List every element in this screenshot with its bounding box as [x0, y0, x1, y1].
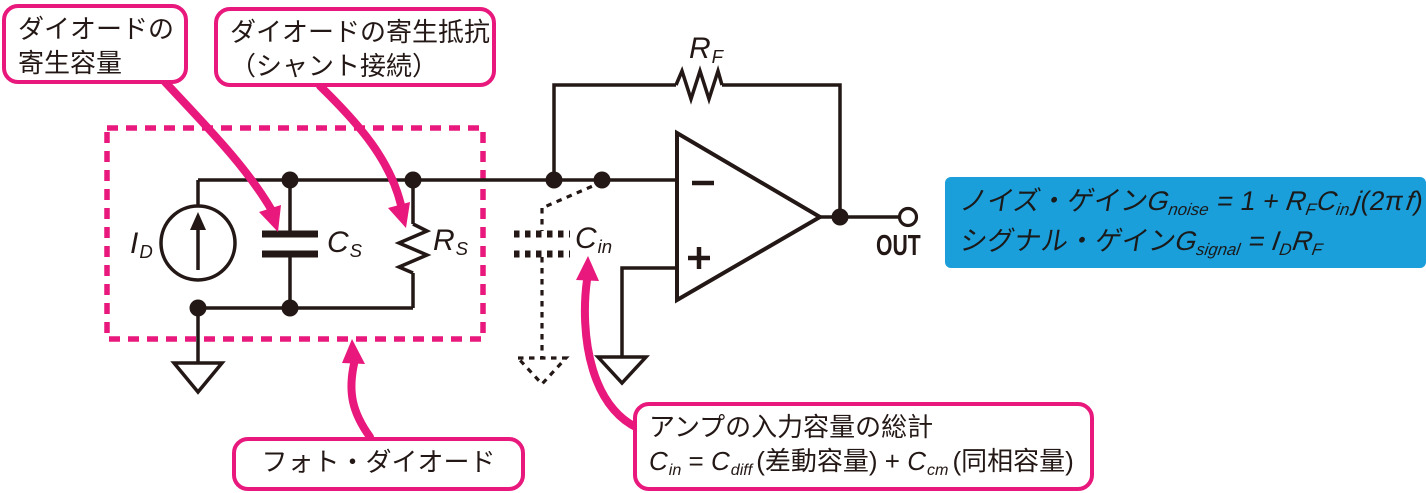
ground-symbol-source — [170, 361, 226, 395]
callout-line: 寄生容量 — [18, 48, 123, 79]
callout-formula: Cin = Cdiff(差動容量) + Ccm(同相容量) — [649, 446, 1074, 479]
current-arrow — [190, 212, 206, 230]
callout-photodiode: フォト・ダイオード — [232, 437, 525, 491]
output-terminal — [897, 206, 919, 228]
circuit-wires — [159, 64, 919, 395]
callout-line: フォト・ダイオード — [261, 447, 496, 477]
arrow-to-cin — [580, 276, 656, 437]
callout-line: ダイオードの — [18, 14, 175, 44]
callout-line: ダイオードの寄生抵抗 — [230, 17, 491, 47]
noise-gain-formula: ノイズ・ゲインGnoise = 1 + RFCinj(2πf) — [957, 186, 1426, 219]
gain-formula-box: ノイズ・ゲインGnoise = 1 + RFCinj(2πf) シグナル・ゲイン… — [945, 177, 1426, 268]
ground-symbol-opamp — [594, 355, 650, 386]
arrow-to-photodiode — [347, 360, 374, 441]
callout-line: アンプの入力容量の総計 — [649, 412, 934, 442]
cin-dashed — [514, 180, 603, 387]
label-cin: Cin — [575, 222, 613, 258]
label-out: OUT — [876, 230, 921, 262]
formula-term: C — [649, 446, 668, 477]
callout-diode-capacitance: ダイオードの 寄生容量 — [2, 4, 188, 84]
callout-diode-resistance: ダイオードの寄生抵抗 （シャント接続） — [214, 7, 496, 87]
opamp — [675, 129, 824, 304]
label-cs: CS — [327, 226, 363, 262]
arrowheads — [259, 202, 599, 364]
signal-gain-formula: シグナル・ゲインGsignal = IDRF — [957, 225, 1324, 259]
resistor-rs — [394, 222, 432, 275]
resistor-rf — [674, 64, 724, 105]
node-dots — [189, 171, 849, 317]
arrow-to-rs — [316, 82, 405, 209]
callout-line: （シャント接続） — [230, 51, 439, 82]
photodiode-boundary — [104, 125, 486, 342]
opamp-plus — [688, 247, 710, 269]
wire-feedback — [552, 83, 676, 180]
label-rs: RS — [433, 224, 469, 260]
arrow-to-cs — [161, 78, 275, 213]
ground-symbol-cin — [514, 356, 570, 387]
callout-amp-input-capacitance: アンプの入力容量の総計 Cin = Cdiff(差動容量) + Ccm(同相容量… — [633, 402, 1094, 491]
label-rf: RF — [689, 32, 724, 68]
label-id: ID — [130, 227, 153, 263]
annotation-arrows — [161, 78, 656, 441]
